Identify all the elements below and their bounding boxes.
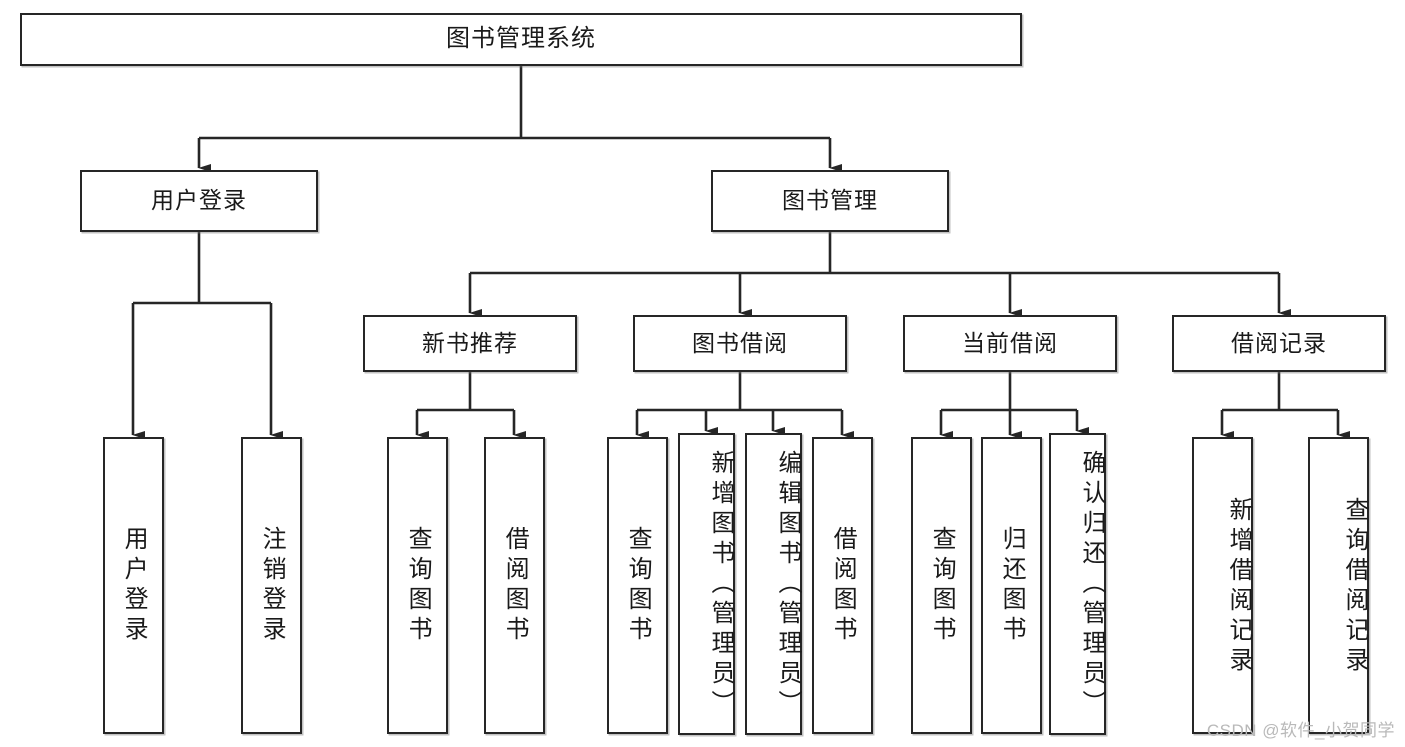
node-new-book-rec-label: 新书推荐: [422, 329, 518, 356]
node-leaf-add-record-label: 新增借阅记录: [1225, 496, 1252, 677]
node-leaf-query-book-1[interactable]: 查询图书: [387, 437, 448, 734]
node-root-label: 图书管理系统: [446, 25, 596, 53]
node-leaf-add-book-label: 新增图书（管理员）: [707, 450, 734, 720]
node-root[interactable]: 图书管理系统: [20, 13, 1022, 66]
node-leaf-query-book-2-label: 查询图书: [624, 525, 652, 646]
node-current-borrow-label: 当前借阅: [962, 329, 1058, 356]
node-leaf-query-record[interactable]: 查询借阅记录: [1308, 437, 1369, 734]
node-leaf-query-record-label: 查询借阅记录: [1341, 496, 1368, 677]
node-leaf-add-record[interactable]: 新增借阅记录: [1192, 437, 1253, 734]
node-leaf-query-book-2[interactable]: 查询图书: [607, 437, 668, 734]
node-leaf-confirm-return[interactable]: 确认归还（管理员）: [1049, 433, 1106, 735]
node-user-login[interactable]: 用户登录: [80, 170, 318, 232]
node-leaf-query-book-1-label: 查询图书: [404, 525, 432, 646]
node-leaf-borrow-book-2[interactable]: 借阅图书: [812, 437, 873, 734]
node-leaf-borrow-book-1-label: 借阅图书: [501, 525, 529, 646]
node-leaf-user-login[interactable]: 用户登录: [103, 437, 164, 734]
node-leaf-query-book-3[interactable]: 查询图书: [911, 437, 972, 734]
node-new-book-rec[interactable]: 新书推荐: [363, 315, 577, 372]
node-leaf-return-book-label: 归还图书: [998, 525, 1026, 646]
node-leaf-borrow-book-2-label: 借阅图书: [829, 525, 857, 646]
node-book-manage[interactable]: 图书管理: [711, 170, 949, 232]
node-leaf-confirm-return-label: 确认归还（管理员）: [1078, 450, 1105, 720]
node-book-borrow-label: 图书借阅: [692, 329, 788, 356]
node-leaf-query-book-3-label: 查询图书: [928, 525, 956, 646]
node-book-borrow[interactable]: 图书借阅: [633, 315, 847, 372]
csdn-watermark: CSDN @软件_小贺同学: [1206, 721, 1395, 740]
node-leaf-user-logout[interactable]: 注销登录: [241, 437, 302, 734]
node-borrow-record-label: 借阅记录: [1231, 329, 1327, 356]
node-leaf-user-logout-label: 注销登录: [258, 525, 286, 646]
node-leaf-add-book[interactable]: 新增图书（管理员）: [678, 433, 735, 735]
node-leaf-borrow-book-1[interactable]: 借阅图书: [484, 437, 545, 734]
node-book-manage-label: 图书管理: [782, 187, 878, 214]
node-leaf-return-book[interactable]: 归还图书: [981, 437, 1042, 734]
node-leaf-edit-book-label: 编辑图书（管理员）: [774, 450, 801, 720]
node-leaf-user-login-label: 用户登录: [120, 525, 148, 646]
node-leaf-edit-book[interactable]: 编辑图书（管理员）: [745, 433, 802, 735]
node-borrow-record[interactable]: 借阅记录: [1172, 315, 1386, 372]
node-user-login-label: 用户登录: [151, 187, 247, 214]
node-current-borrow[interactable]: 当前借阅: [903, 315, 1117, 372]
